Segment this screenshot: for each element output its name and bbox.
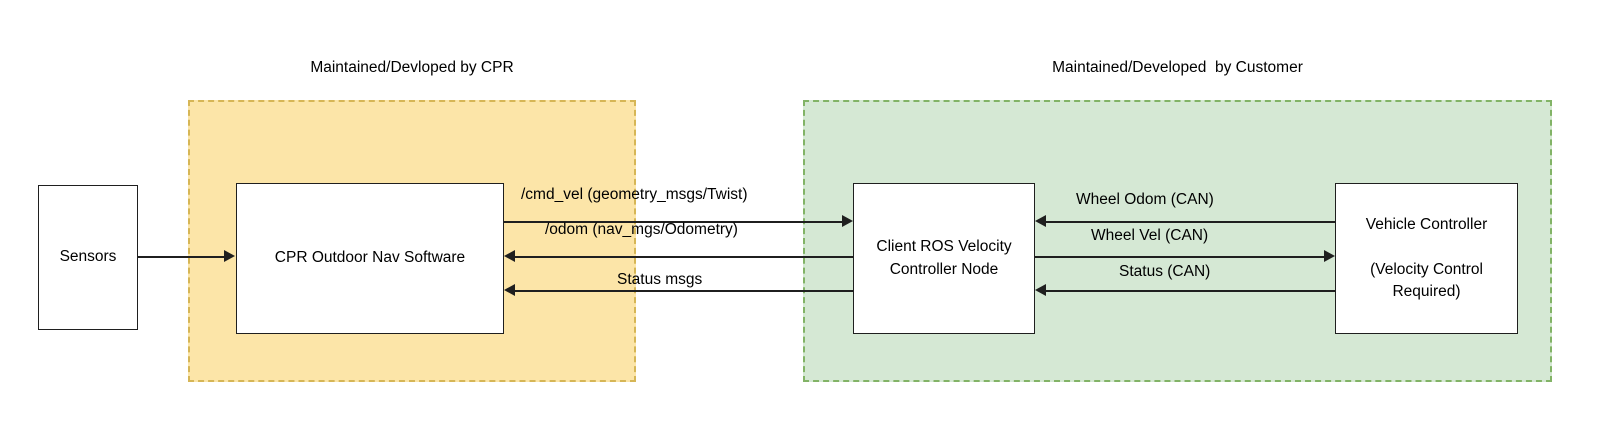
node-cpr-outdoor-nav-software[interactable]: CPR Outdoor Nav Software: [236, 183, 504, 334]
edge-status-can-arrowhead: [1035, 284, 1046, 296]
edge-sensors-to-nav-line: [138, 256, 224, 258]
edge-status-msgs-label: Status msgs: [617, 271, 703, 288]
edge-wheel-vel-label: Wheel Vel (CAN): [1091, 227, 1209, 244]
node-sensors[interactable]: Sensors: [38, 185, 138, 330]
edge-wheel-odom-arrowhead: [1035, 215, 1046, 227]
edge-status-msgs-line: [515, 290, 853, 292]
edge-status-msgs-arrowhead: [504, 284, 515, 296]
edge-wheel-odom-label: Wheel Odom (CAN): [1076, 191, 1214, 208]
edge-wheel-vel-line: [1035, 256, 1324, 258]
edge-cmd-vel-line: [504, 221, 842, 223]
zone-customer-label: Maintained/Developed by Customer: [1052, 59, 1303, 76]
node-vehicle-controller[interactable]: Vehicle Controller (Velocity Control Req…: [1335, 183, 1518, 334]
zone-cpr-label: Maintained/Devloped by CPR: [310, 59, 514, 76]
edge-sensors-to-nav-arrowhead: [224, 250, 235, 262]
edge-status-can-line: [1046, 290, 1335, 292]
edge-odom-arrowhead: [504, 250, 515, 262]
edge-cmd-vel-label: /cmd_vel (geometry_msgs/Twist): [521, 186, 748, 203]
edge-wheel-odom-line: [1046, 221, 1335, 223]
edge-odom-line: [515, 256, 853, 258]
node-client-ros-velocity-controller[interactable]: Client ROS Velocity Controller Node: [853, 183, 1035, 334]
edge-wheel-vel-arrowhead: [1324, 250, 1335, 262]
edge-cmd-vel-arrowhead: [842, 215, 853, 227]
edge-odom-label: /odom (nav_mgs/Odometry): [545, 221, 738, 238]
edge-status-can-label: Status (CAN): [1119, 263, 1211, 280]
